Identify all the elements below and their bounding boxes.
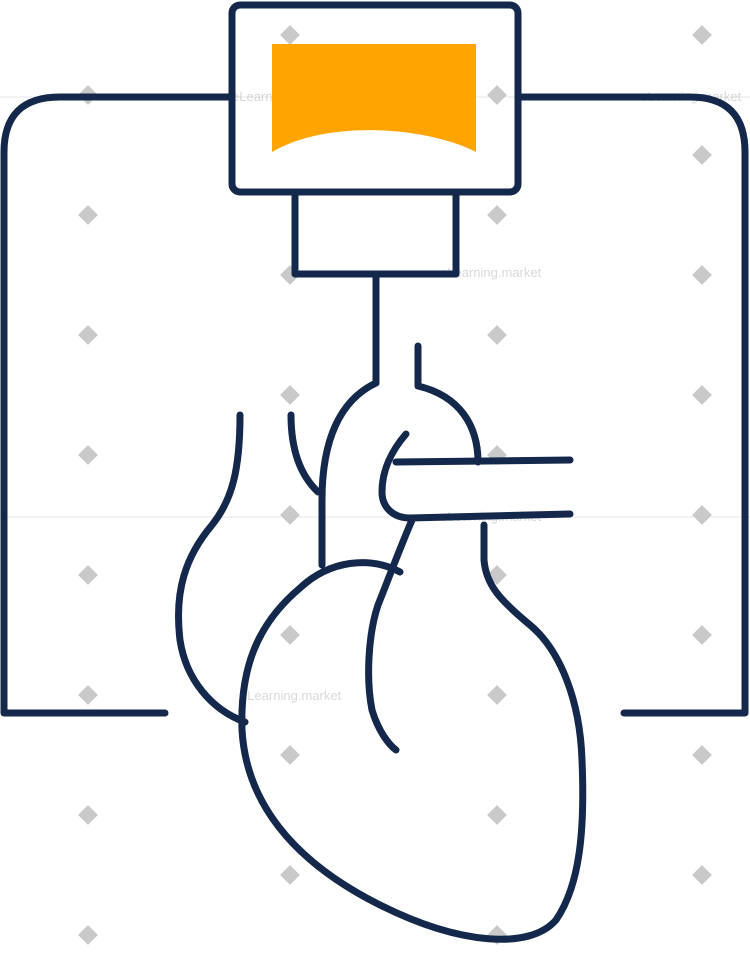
watermark-layer: eLearning.market eLearning.market eLearn… bbox=[0, 25, 750, 945]
aortic-arch-inner bbox=[414, 342, 482, 466]
vena-cava-right bbox=[287, 411, 322, 496]
left-frame-arm bbox=[0, 93, 236, 717]
aortic-arch bbox=[318, 379, 380, 569]
watermark-diamonds bbox=[78, 25, 712, 945]
right-frame-arm bbox=[514, 93, 749, 717]
vessel-upper bbox=[392, 456, 574, 466]
watermark-text: eLearning.market bbox=[440, 265, 542, 280]
pulmonary-trunk bbox=[365, 516, 416, 754]
monitor-screen bbox=[272, 44, 476, 152]
vena-cava-left bbox=[174, 411, 249, 726]
vessel-branch bbox=[378, 430, 574, 522]
monitor-connector bbox=[291, 188, 460, 278]
watermark-text: eLearning.market bbox=[240, 688, 342, 703]
heart-body bbox=[238, 521, 587, 943]
